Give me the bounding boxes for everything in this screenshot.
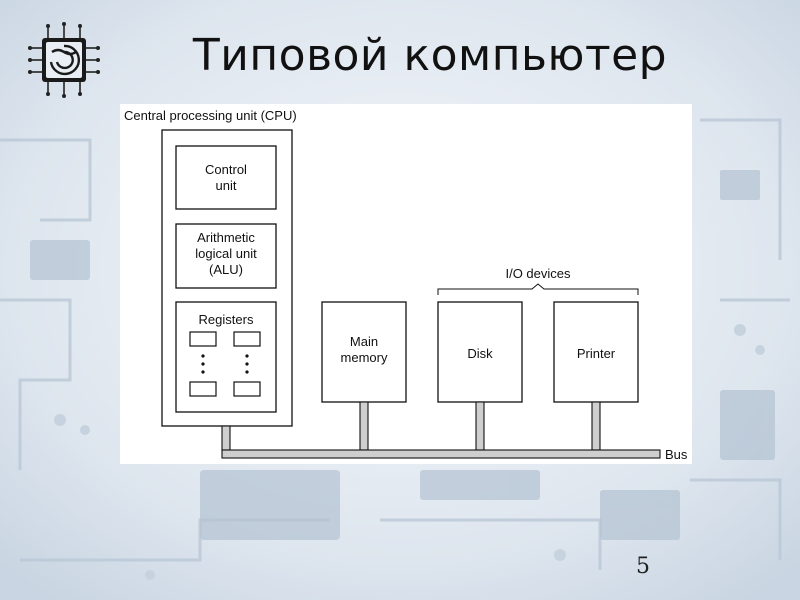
computer-organization-diagram: Central processing unit (CPU) Control un…: [120, 104, 692, 464]
memory-bus-connector: [359, 401, 369, 451]
io-devices-bracket: [437, 283, 639, 295]
printer-bus-connector: [591, 401, 601, 451]
printer-label: Printer: [577, 346, 616, 361]
slide-number: 5: [636, 554, 650, 579]
disk-label: Disk: [467, 346, 493, 361]
register-cell: [233, 331, 261, 347]
slide-title: Типовой компьютер: [192, 30, 668, 81]
register-ellipsis: [201, 354, 249, 374]
main-memory-box: [321, 301, 407, 403]
control-unit-box: [175, 145, 277, 210]
cpu-label: Central processing unit (CPU): [124, 108, 297, 123]
disk-box: [437, 301, 523, 403]
register-cell: [189, 331, 217, 347]
registers-label: Registers: [199, 312, 254, 327]
io-devices-label: I/O devices: [505, 266, 571, 281]
alu-label-line3: (ALU): [209, 262, 243, 277]
alu-label-line2: logical unit: [195, 246, 257, 261]
alu-label-line1: Arithmetic: [197, 230, 255, 245]
main-memory-label-line1: Main: [350, 334, 378, 349]
main-memory-label-line2: memory: [341, 350, 388, 365]
register-cell: [233, 381, 261, 397]
printer-box: [553, 301, 639, 403]
alu-box: [175, 223, 277, 289]
disk-bus-connector: [475, 401, 485, 451]
control-unit-label-line2: unit: [216, 178, 237, 193]
bus-label: Bus: [665, 447, 688, 462]
diagram-canvas: Central processing unit (CPU) Control un…: [124, 108, 688, 462]
register-cell: [189, 381, 217, 397]
circuit-chip-icon: [28, 22, 100, 98]
system-bus: [221, 449, 661, 459]
control-unit-label-line1: Control: [205, 162, 247, 177]
cpu-bus-connector: [221, 425, 231, 451]
